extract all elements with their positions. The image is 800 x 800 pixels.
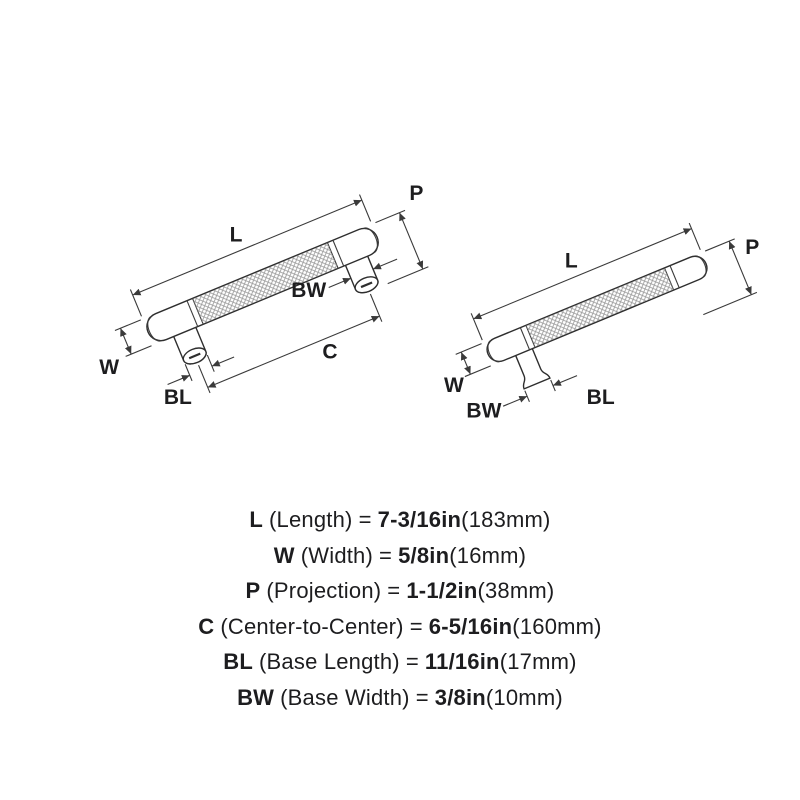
dim-value-inches: 1-1/2in xyxy=(406,578,478,603)
dim-value-mm: (10mm) xyxy=(485,684,563,710)
dimension-width: W xyxy=(99,319,152,379)
dimension-label-length: L xyxy=(565,250,578,273)
left-handle-view: L P BW C xyxy=(99,182,429,409)
end-cap-arc xyxy=(147,315,162,342)
screw-slot xyxy=(188,352,201,360)
dimension-label-base-length: BL xyxy=(164,386,192,409)
dimension-width: W xyxy=(444,343,491,397)
handle-bar xyxy=(486,255,708,363)
dim-value-mm: (183mm) xyxy=(461,507,551,532)
dimension-base-width: BW xyxy=(291,258,398,302)
dim-name: (Base Length) xyxy=(259,649,400,674)
dim-equals: = xyxy=(405,649,419,674)
dimension-base-length: BL xyxy=(164,354,235,409)
mounting-post xyxy=(514,345,551,390)
dim-abbr: C xyxy=(198,613,215,639)
dim-value-mm: (160mm) xyxy=(512,613,602,639)
legend-row-base-length: BL(Base Length)=11/16in(17mm) xyxy=(0,644,800,680)
dimension-length: L xyxy=(470,222,701,341)
dim-abbr: BL xyxy=(223,649,254,674)
dim-value-mm: (16mm) xyxy=(449,542,527,568)
dim-value-inches: 3/8in xyxy=(434,684,486,710)
legend-row-projection: P(Projection)=1-1/2in(38mm) xyxy=(0,573,800,609)
dim-equals: = xyxy=(415,684,429,710)
dimension-label-projection: P xyxy=(745,236,759,259)
dimension-base-length: BL xyxy=(587,386,615,409)
handle-bar xyxy=(146,227,379,342)
legend-row-center-to-center: C(Center-to-Center)=6-5/16in(160mm) xyxy=(0,609,800,645)
dimension-label-width: W xyxy=(99,356,119,379)
end-cap-arc xyxy=(487,339,500,363)
dimension-label-base-width: BW xyxy=(466,400,501,423)
dim-name: (Center-to-Center) xyxy=(220,613,404,639)
dimension-center-to-center: C xyxy=(198,293,383,394)
dim-equals: = xyxy=(387,578,401,603)
dimension-length: L xyxy=(129,194,372,317)
right-handle-view: L P W BW xyxy=(444,222,759,423)
dim-name: (Base Width) xyxy=(280,684,410,710)
dimension-base-width: BW xyxy=(466,375,578,423)
dim-name: (Width) xyxy=(300,542,374,568)
dim-abbr: W xyxy=(273,542,295,568)
dimension-label-base-width: BW xyxy=(291,279,326,302)
dimension-label-length: L xyxy=(230,223,243,246)
dimension-projection: P xyxy=(703,236,759,316)
dimension-label-base-length: BL xyxy=(587,386,615,409)
dim-equals: = xyxy=(379,542,393,568)
dim-abbr: BW xyxy=(237,684,275,710)
dimension-label-center-to-center: C xyxy=(322,340,337,363)
dimension-projection: P xyxy=(375,182,429,285)
legend-row-base-width: BW(Base Width)=3/8in(10mm) xyxy=(0,680,800,716)
dim-value-mm: (38mm) xyxy=(477,578,555,603)
dim-value-mm: (17mm) xyxy=(499,649,577,674)
dim-equals: = xyxy=(409,613,423,639)
dim-value-inches: 11/16in xyxy=(424,649,500,674)
end-cap-arc xyxy=(363,227,378,254)
dim-value-inches: 7-3/16in xyxy=(377,507,462,532)
legend-row-length: L(Length)=7-3/16in(183mm) xyxy=(0,502,800,538)
dimension-label-projection: P xyxy=(409,182,423,205)
screw-slot xyxy=(360,281,373,289)
dim-value-inches: 5/8in xyxy=(398,542,450,568)
end-cap-arc xyxy=(694,255,707,278)
dim-name: (Projection) xyxy=(266,578,382,603)
mounting-post-near xyxy=(172,324,207,365)
knurl-texture xyxy=(526,268,674,348)
dimension-diagram: L P BW C xyxy=(99,182,759,423)
dimension-legend: L(Length)=7-3/16in(183mm) W(Width)=5/8in… xyxy=(0,502,800,715)
dim-name: (Length) xyxy=(269,507,353,532)
dim-abbr: P xyxy=(245,578,261,603)
dimension-label-width: W xyxy=(444,374,464,397)
dim-equals: = xyxy=(358,507,372,532)
dim-value-inches: 6-5/16in xyxy=(428,613,513,639)
legend-row-width: W(Width)=5/8in(16mm) xyxy=(0,538,800,574)
dim-abbr: L xyxy=(249,507,264,532)
